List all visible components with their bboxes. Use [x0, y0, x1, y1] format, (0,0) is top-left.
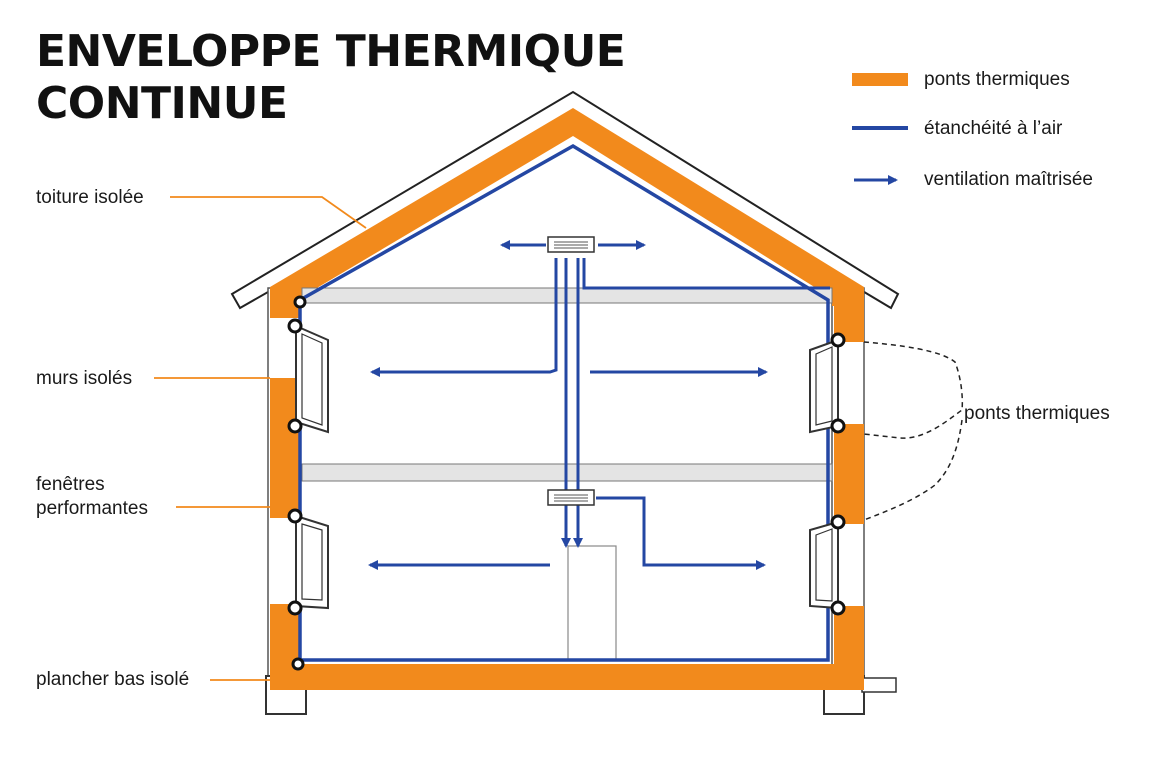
junction-dot	[287, 418, 303, 434]
legend-label-thermal-bridge: ponts thermiques	[924, 69, 1070, 90]
window-right-lower	[809, 520, 839, 610]
title-line-1: ENVELOPPE THERMIQUE	[36, 26, 626, 77]
left-wall-insulation-upper	[270, 300, 300, 318]
label-thermal-bridges: ponts thermiques	[964, 403, 1110, 424]
legend-label-airtightness: étanchéité à l’air	[924, 118, 1063, 139]
junction-dot	[830, 418, 846, 434]
junction-dot	[293, 295, 307, 309]
legend-swatch-thermal-bridge	[852, 73, 908, 86]
label-roof: toiture isolée	[36, 187, 144, 208]
leader-roof	[170, 196, 367, 229]
label-windows-line-1: fenêtres	[36, 474, 105, 495]
junction-dot	[291, 657, 305, 671]
label-windows-line-2: performantes	[36, 498, 148, 519]
junction-dot	[830, 600, 846, 616]
thermal-bridge-callout	[863, 341, 964, 521]
floor-insulation	[270, 664, 864, 690]
junction-dot	[830, 332, 846, 348]
junction-dot	[287, 600, 303, 616]
diagram-title: ENVELOPPE THERMIQUE CONTINUE	[36, 26, 626, 130]
label-floor: plancher bas isolé	[36, 669, 190, 690]
window-left-lower	[295, 514, 329, 610]
junction-dot	[830, 514, 846, 530]
right-step	[861, 677, 897, 693]
junction-dots	[287, 295, 846, 671]
interior-door	[567, 545, 617, 661]
title-line-2: CONTINUE	[36, 78, 288, 129]
label-walls: murs isolés	[36, 368, 133, 389]
junction-dot	[287, 318, 303, 334]
ventilation-unit-middle	[547, 489, 595, 506]
legend-label-ventilation: ventilation maîtrisée	[924, 169, 1093, 190]
window-right-upper	[809, 338, 839, 434]
ventilation-ducts	[368, 240, 830, 570]
right-wall-insulation-mid	[834, 424, 864, 524]
ventilation-unit-attic	[547, 236, 595, 253]
junction-dot	[287, 508, 303, 524]
window-left-upper	[295, 324, 329, 434]
leader-lines	[154, 196, 367, 681]
roof-overhang	[230, 90, 900, 310]
label-windows: fenêtres performantes	[36, 473, 148, 521]
